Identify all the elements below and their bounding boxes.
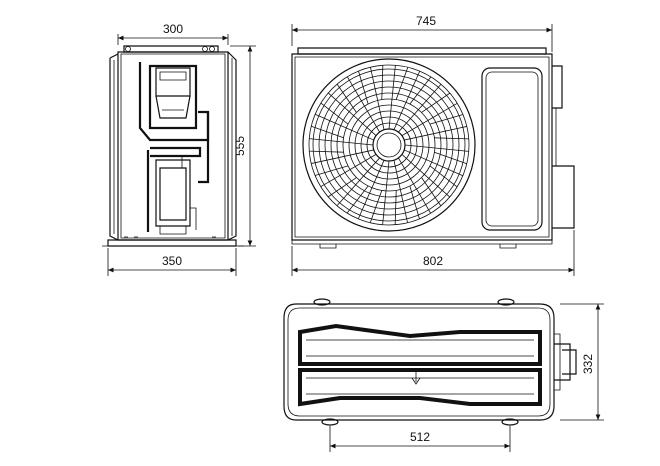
dim-label-555: 555 [233,136,247,156]
front-view [291,47,575,249]
dim-label-332: 332 [581,354,595,374]
dim-label-350: 350 [162,254,182,268]
dim-top-depth: 332 [560,303,604,421]
dim-side-top: 300 [117,22,229,45]
dim-label-745: 745 [416,14,436,28]
dim-label-802: 802 [423,254,443,268]
dim-label-512: 512 [410,430,430,444]
dim-label-300: 300 [163,22,183,36]
dim-front-top: 745 [291,14,553,52]
fan-grille [302,58,476,232]
dim-height: 555 [230,45,256,247]
dim-mount-spacing: 512 [329,426,511,452]
dim-front-base: 802 [291,230,575,276]
side-view [102,45,244,247]
top-view [283,298,577,426]
dim-side-base: 350 [107,248,237,276]
